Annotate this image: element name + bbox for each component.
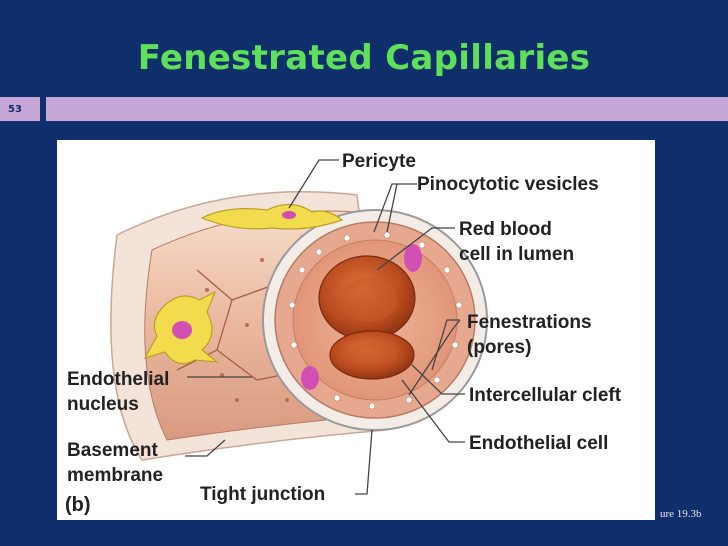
label-rbc-line1: Red blood — [459, 219, 552, 240]
endothelial-nucleus-top — [404, 244, 422, 272]
label-fenestrations-line2: (pores) — [467, 337, 531, 358]
leader-lines — [185, 159, 465, 495]
label-fenestrations-line1: Fenestrations — [467, 312, 592, 333]
red-blood-cells — [318, 255, 416, 380]
slide-number: 53 — [0, 97, 40, 121]
title-rule — [46, 97, 728, 121]
label-intercellular-cleft: Intercellular cleft — [469, 385, 622, 406]
label-endothelial-nucleus-line1: Endothelial — [67, 369, 169, 390]
figure-caption: ure 19.3b — [660, 508, 702, 520]
slide-title: Fenestrated Capillaries — [137, 38, 591, 78]
capillary-diagram: Pericyte Pinocytotic vesicles Red blood … — [65, 151, 622, 516]
label-endothelial-cell: Endothelial cell — [469, 433, 608, 454]
pericyte — [200, 203, 344, 230]
label-rbc-line2: cell in lumen — [459, 244, 574, 265]
label-pinocytotic-vesicles: Pinocytotic vesicles — [417, 174, 599, 195]
endothelial-nucleus-bottom — [301, 366, 319, 390]
label-pericyte: Pericyte — [342, 151, 416, 172]
panel-label: (b) — [65, 494, 91, 516]
label-tight-junction: Tight junction — [200, 484, 325, 505]
label-basement-line2: membrane — [67, 465, 163, 486]
label-basement-line1: Basement — [67, 440, 158, 461]
label-endothelial-nucleus-line2: nucleus — [67, 394, 139, 415]
capillary-figure: Pericyte Pinocytotic vesicles Red blood … — [57, 140, 655, 520]
side-pericyte — [143, 290, 219, 365]
